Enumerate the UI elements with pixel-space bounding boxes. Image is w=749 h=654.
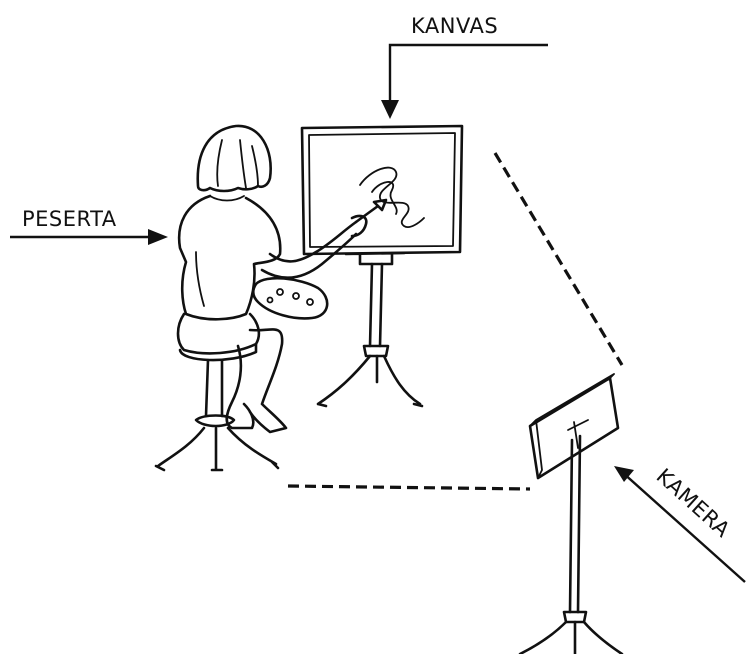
- participant-arrow-head: [148, 229, 168, 245]
- easel-mast: [370, 264, 382, 346]
- tripod-mast: [570, 436, 580, 612]
- easel-collar: [364, 346, 388, 356]
- stool-legs: [156, 428, 278, 470]
- participant-figure: [156, 126, 386, 470]
- view-line-lower: [288, 486, 530, 489]
- palette-dab-3: [307, 299, 313, 305]
- camera-callout: KAMERA: [614, 464, 745, 582]
- palette-dab-4: [268, 298, 273, 303]
- participant-hair-strands: [217, 140, 258, 188]
- canvas-arrow-line: [390, 45, 548, 110]
- canvas-label: KANVAS: [411, 14, 498, 38]
- participant-callout: PESERTA: [10, 207, 168, 245]
- tripod-collar: [564, 612, 586, 622]
- canvas-callout: KANVAS: [381, 14, 548, 119]
- paint-brush: [356, 200, 386, 222]
- canvas-painting: [360, 168, 424, 228]
- camera-label: KAMERA: [652, 464, 735, 542]
- stool-post: [206, 360, 222, 416]
- canvas-board-inner: [309, 133, 455, 247]
- camera-rig: [520, 374, 622, 654]
- canvas-board: [302, 126, 462, 254]
- view-line-upper: [495, 153, 622, 365]
- participant-shirt: [179, 196, 280, 319]
- participant-collar: [210, 196, 244, 201]
- easel-bracket: [346, 253, 404, 264]
- paint-palette: [253, 278, 327, 318]
- stool-ring: [196, 416, 234, 427]
- participant-shirt-fold: [196, 252, 204, 306]
- participant-label: PESERTA: [22, 207, 117, 231]
- easel-legs: [318, 356, 422, 406]
- tripod-legs: [520, 622, 622, 654]
- easel: [302, 126, 462, 406]
- participant-hair: [198, 126, 271, 191]
- canvas-arrow-head: [381, 100, 399, 119]
- palette-dab-2: [293, 293, 299, 299]
- palette-dab-1: [277, 289, 283, 295]
